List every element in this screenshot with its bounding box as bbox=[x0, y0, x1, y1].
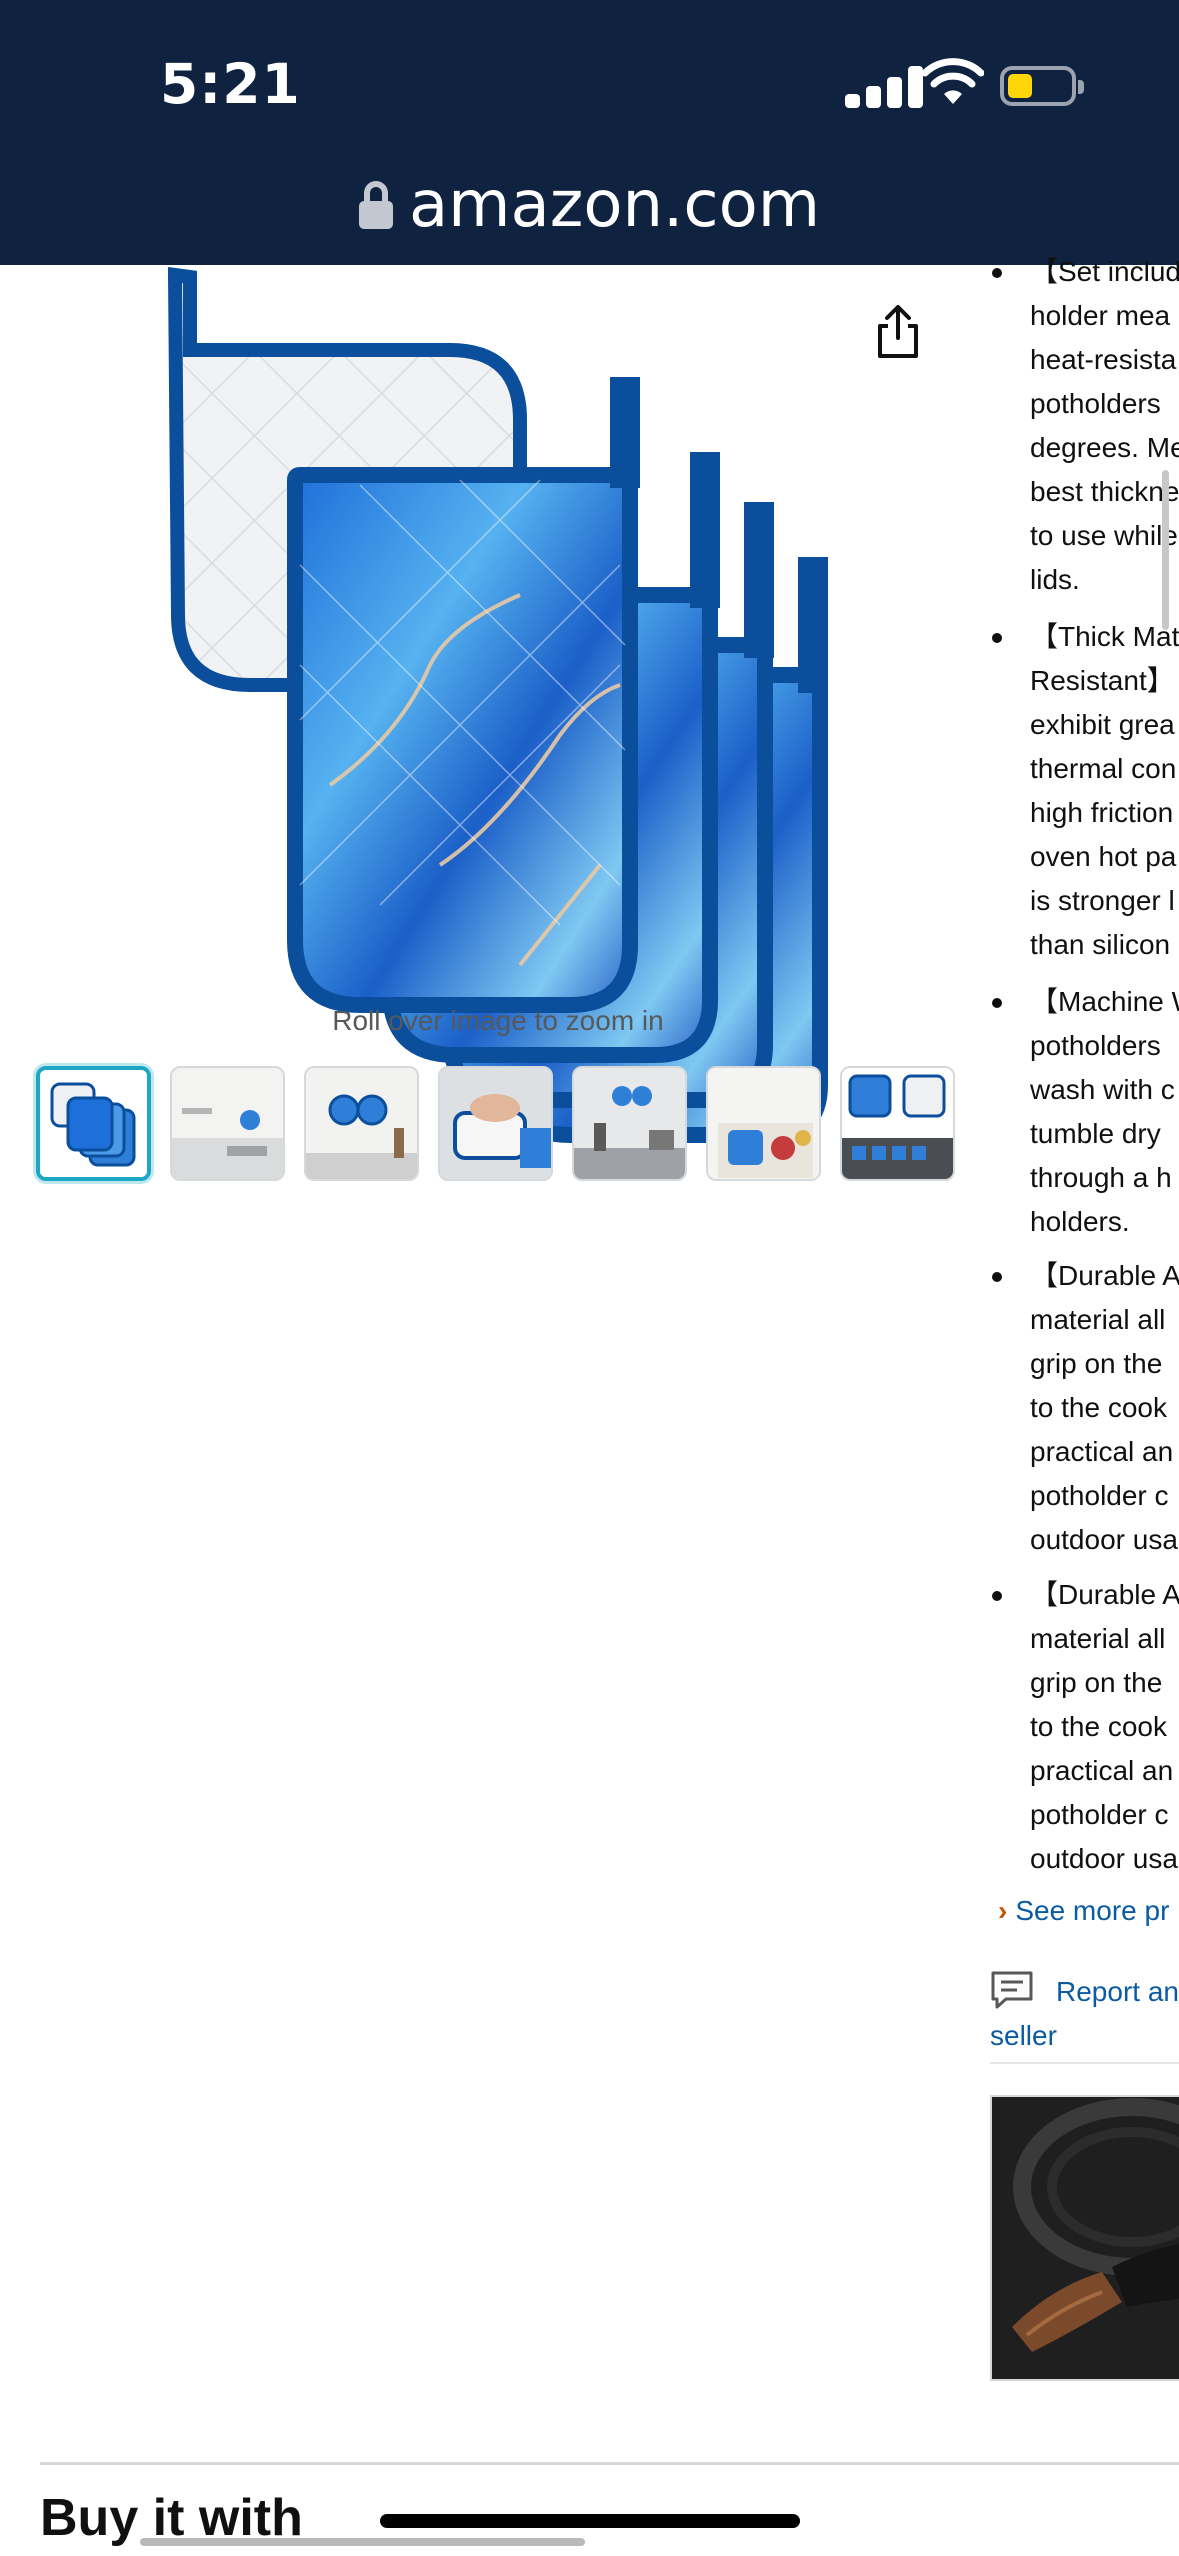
bullet-line: wash with c bbox=[1030, 1074, 1175, 1105]
bullet-line: Resistant】 bbox=[1030, 665, 1175, 696]
horizontal-scrollbar[interactable] bbox=[140, 2538, 585, 2546]
bullet-line: potholders bbox=[1030, 1030, 1161, 1061]
bullet-line: 【Thick Mat bbox=[1030, 621, 1179, 652]
bullet-line: oven hot pa bbox=[1030, 841, 1177, 872]
bullet-line: than silicon bbox=[1030, 929, 1171, 960]
bullet-dot bbox=[992, 268, 1002, 278]
bullet-line: to use while bbox=[1030, 520, 1178, 551]
bullet-line: degrees. Me bbox=[1030, 432, 1179, 463]
bullet-line: potholder c bbox=[1030, 1799, 1169, 1830]
bullet-line: 【Machine W bbox=[1030, 986, 1179, 1017]
bullet-line: through a h bbox=[1030, 1162, 1172, 1193]
buy-it-with-heading: Buy it with bbox=[40, 2489, 303, 2547]
thumbnail-strip bbox=[36, 1066, 960, 1188]
battery-icon bbox=[1000, 66, 1084, 106]
share-icon[interactable] bbox=[872, 304, 924, 360]
see-more-label: See more pr bbox=[1015, 1895, 1170, 1926]
bullet-line: exhibit grea bbox=[1030, 709, 1175, 740]
bullet-dot bbox=[992, 1272, 1002, 1282]
thumbnail-7[interactable] bbox=[840, 1066, 955, 1181]
browser-top-bar: 5:21 amazon.com bbox=[0, 0, 1179, 265]
lock-icon bbox=[358, 181, 393, 229]
chevron-right-icon: › bbox=[998, 1895, 1008, 1926]
zoom-hint: Roll over image to zoom in bbox=[332, 1005, 664, 1036]
wifi-icon bbox=[922, 58, 984, 104]
divider bbox=[990, 2062, 1179, 2064]
bullet-dot bbox=[992, 998, 1002, 1008]
bullet-line: outdoor usa bbox=[1030, 1843, 1178, 1874]
bullet-line: material all bbox=[1030, 1623, 1166, 1654]
bullet-line: is stronger l bbox=[1030, 885, 1175, 916]
report-label-line1: Report an bbox=[1056, 1976, 1179, 2007]
bullet-line: practical an bbox=[1030, 1436, 1174, 1467]
bullet-line: high friction bbox=[1030, 797, 1174, 828]
status-time: 5:21 bbox=[160, 52, 301, 116]
vertical-scrollbar[interactable] bbox=[1162, 470, 1169, 630]
bullet-line: outdoor usa bbox=[1030, 1524, 1178, 1555]
url-text: amazon.com bbox=[408, 168, 821, 242]
bullet-line: heat-resista bbox=[1030, 344, 1177, 375]
bullet-line: 【Set includ bbox=[1030, 256, 1179, 287]
thumbnail-1[interactable] bbox=[36, 1066, 151, 1181]
thumbnail-2[interactable] bbox=[170, 1066, 285, 1181]
bullet-line: potholder c bbox=[1030, 1480, 1169, 1511]
bullet-line: 【Durable A bbox=[1030, 1579, 1179, 1610]
comment-icon bbox=[991, 1971, 1033, 2009]
bullet-line: best thickne bbox=[1030, 476, 1179, 507]
bullet-dot bbox=[992, 633, 1002, 643]
address-bar[interactable]: amazon.com bbox=[0, 160, 1179, 250]
main-product-image[interactable] bbox=[0, 265, 990, 1195]
report-label-line2: seller bbox=[990, 2020, 1057, 2051]
bullet-line: to the cook bbox=[1030, 1711, 1167, 1742]
see-more-link[interactable]: ›See more pr bbox=[998, 1895, 1169, 1927]
bullet-line: 【Durable A bbox=[1030, 1260, 1179, 1291]
bullet-line: practical an bbox=[1030, 1755, 1174, 1786]
thumbnail-3[interactable] bbox=[304, 1066, 419, 1181]
bullet-line: to the cook bbox=[1030, 1392, 1167, 1423]
section-divider bbox=[40, 2462, 1179, 2465]
thumbnail-6[interactable] bbox=[706, 1066, 821, 1181]
bullet-line: lids. bbox=[1030, 564, 1080, 595]
bullet-line: potholders bbox=[1030, 388, 1161, 419]
bullet-line: grip on the bbox=[1030, 1348, 1163, 1379]
bullet-line: holders. bbox=[1030, 1206, 1130, 1237]
bullet-line: material all bbox=[1030, 1304, 1166, 1335]
bullet-line: thermal con bbox=[1030, 753, 1177, 784]
thumbnail-4[interactable] bbox=[438, 1066, 553, 1181]
sponsored-product-image[interactable] bbox=[990, 2095, 1179, 2381]
thumbnail-5[interactable] bbox=[572, 1066, 687, 1181]
home-indicator[interactable] bbox=[380, 2514, 800, 2528]
bullet-line: grip on the bbox=[1030, 1667, 1163, 1698]
cellular-signal-icon bbox=[845, 62, 925, 108]
bullet-line: tumble dry bbox=[1030, 1118, 1161, 1149]
bullet-line: holder mea bbox=[1030, 300, 1171, 331]
bullet-dot bbox=[992, 1591, 1002, 1601]
